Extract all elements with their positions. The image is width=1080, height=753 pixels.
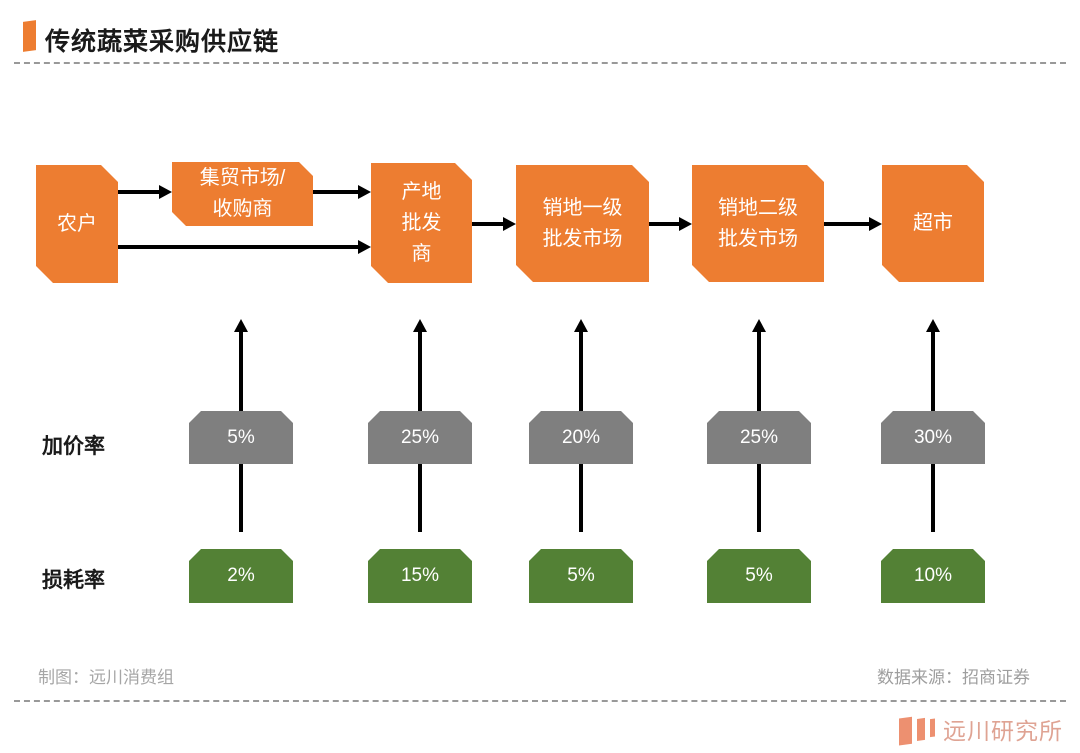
stage-label: 农户 (57, 212, 97, 235)
flow-arrow-farmer-to-origin (118, 240, 371, 254)
stage-box-trade-market: 集贸市场/ 收购商 (172, 162, 313, 226)
logo-text: 远川研究所 (943, 718, 1063, 744)
stage-box-secondary-wholesale-market: 销地二级 批发市场 (692, 165, 824, 282)
stage-box-origin-wholesaler: 产地 批发 商 (371, 163, 472, 283)
stage-label: 产地 批发 商 (401, 180, 442, 265)
stage-box-supermarket: 超市 (882, 165, 984, 282)
markup-rate-box-1: 5% (189, 411, 293, 464)
stage-box-farmer: 农户 (36, 165, 118, 283)
loss-rate-box-3: 5% (529, 549, 633, 603)
markup-rate-box-5: 30% (881, 411, 985, 464)
loss-rate-label: 损耗率 (42, 569, 105, 592)
flow-arrow-origin-to-primary (472, 217, 516, 231)
flow-arrow-secondary-to-supermarket (824, 217, 882, 231)
stage-label: 超市 (913, 212, 953, 234)
yuanchuan-logo: 远川研究所 (899, 712, 1063, 746)
stage-box-primary-wholesale-market: 销地一级 批发市场 (516, 165, 649, 282)
markup-rate-box-2: 25% (368, 411, 472, 464)
flow-arrow-primary-to-secondary (649, 217, 692, 231)
flow-arrow-market-to-origin (313, 185, 371, 199)
markup-rate-box-4: 25% (707, 411, 811, 464)
logo-bars-icon (899, 713, 935, 746)
data-source-note: 数据来源：招商证券 (877, 668, 1030, 687)
bottom-divider (14, 700, 1066, 702)
markup-rate-label: 加价率 (42, 435, 105, 458)
loss-rate-box-1: 2% (189, 549, 293, 603)
loss-rate-box-4: 5% (707, 549, 811, 603)
stage-label: 集贸市场/ 收购商 (199, 167, 286, 220)
page-title: 传统蔬菜采购供应链 (45, 28, 280, 56)
loss-rate-box-5: 10% (881, 549, 985, 603)
top-divider (14, 62, 1066, 64)
flow-arrow-farmer-to-market (118, 185, 172, 199)
credit-note: 制图：远川消费组 (38, 668, 174, 687)
loss-rate-box-2: 15% (368, 549, 472, 603)
stage-label: 销地一级 批发市场 (542, 196, 623, 250)
stage-label: 销地二级 批发市场 (718, 196, 798, 250)
title-accent-bar-icon (23, 20, 36, 52)
markup-rate-box-3: 20% (529, 411, 633, 464)
